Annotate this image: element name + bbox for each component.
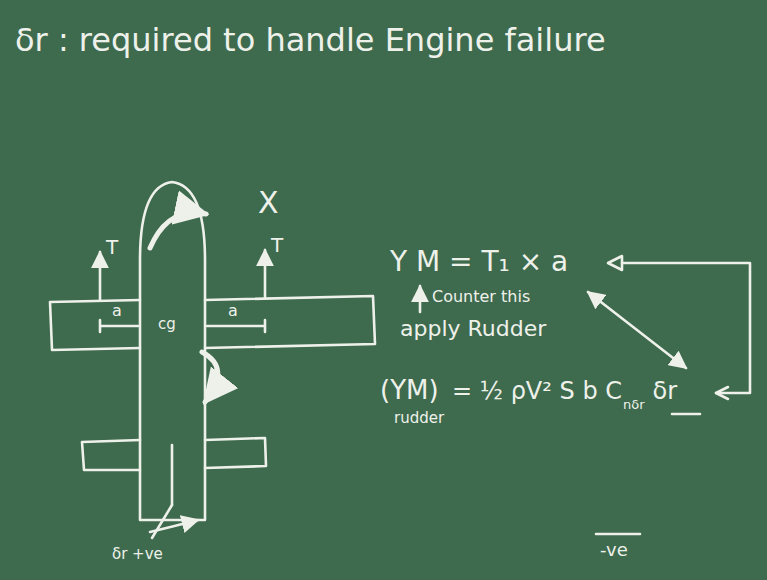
thrust-label: T — [106, 236, 118, 259]
minus-bar — [596, 533, 640, 536]
note: apply Rudder — [400, 316, 546, 341]
sign-note: -ve — [600, 540, 628, 561]
arm-label: a — [112, 302, 122, 320]
rudder-arrow — [150, 520, 198, 532]
yaw-moment-equation: Y M = T₁ × a — [390, 246, 568, 278]
up-arrow — [419, 286, 422, 312]
thrust-arrow — [99, 252, 102, 300]
equation-part: δr — [653, 378, 678, 406]
thrust-arrow — [264, 250, 267, 298]
thrust-label: T — [271, 234, 283, 257]
open-arrowhead — [608, 256, 622, 270]
fuselage — [140, 182, 205, 520]
note: Counter this — [432, 288, 530, 306]
open-arrowhead — [716, 387, 728, 399]
equation-part: (YM) — [380, 376, 439, 406]
right-wing — [205, 296, 375, 348]
fin — [171, 445, 174, 505]
bracket-line — [622, 263, 750, 393]
cg-label: cg — [158, 316, 176, 333]
rudder-deflection-label: δr +ve — [112, 546, 163, 563]
tailplane — [82, 440, 140, 470]
yaw-arrow — [150, 213, 206, 248]
moment-arm — [207, 320, 265, 332]
board-title: δr : required to handle Engine failure — [15, 22, 606, 59]
yaw-arrow — [202, 352, 218, 402]
moment-arm — [100, 320, 138, 332]
underline — [672, 413, 700, 416]
left-wing — [50, 300, 140, 350]
failed-engine-mark: X — [258, 186, 279, 221]
rudder-line — [152, 505, 172, 538]
tailplane — [205, 438, 266, 468]
arm-label: a — [228, 302, 238, 320]
subscript: rudder — [394, 410, 444, 427]
subscript: nδr — [623, 398, 645, 413]
equation-part: = ½ ρV² S b C — [452, 378, 622, 406]
link-arrow — [588, 292, 686, 368]
